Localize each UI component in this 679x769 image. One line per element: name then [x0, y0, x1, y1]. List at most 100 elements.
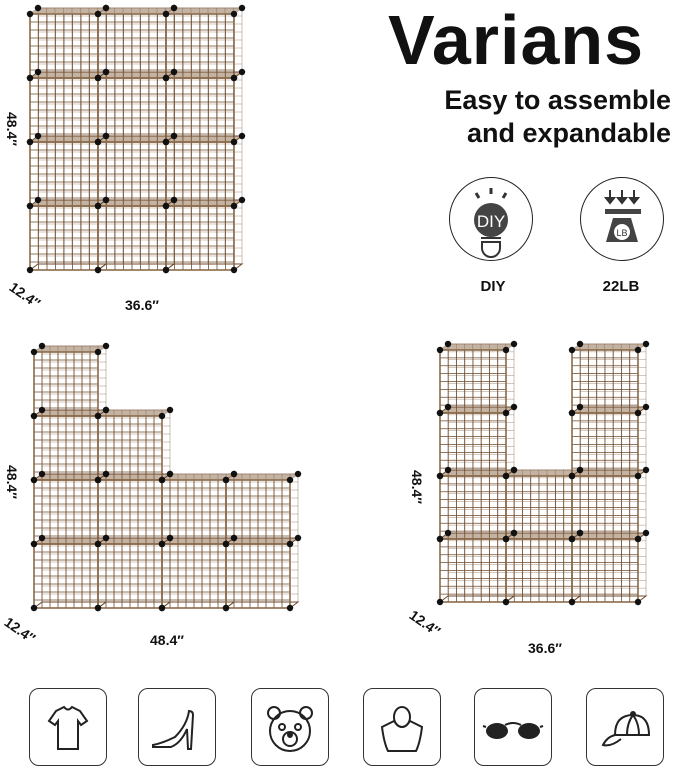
- connector-knob: [576, 340, 584, 348]
- wire-cube: [568, 529, 650, 606]
- wire-cube: [222, 534, 302, 612]
- connector-knob: [568, 598, 576, 606]
- connector-knob: [26, 74, 34, 82]
- connector-knob: [294, 470, 302, 478]
- connector-knob: [94, 476, 102, 484]
- connector-knob: [166, 534, 174, 542]
- connector-knob: [510, 466, 518, 474]
- connector-knob: [102, 342, 110, 350]
- connector-knob: [26, 10, 34, 18]
- connector-knob: [510, 403, 518, 411]
- connector-knob: [102, 470, 110, 478]
- shelf-u-shape: [436, 340, 650, 606]
- connector-knob: [102, 132, 110, 140]
- connector-knob: [286, 604, 294, 612]
- connector-knob: [238, 68, 246, 76]
- connector-knob: [222, 604, 230, 612]
- connector-knob: [30, 476, 38, 484]
- connector-knob: [30, 540, 38, 548]
- shelf1-width: 36.6″: [125, 297, 159, 313]
- connector-knob: [102, 4, 110, 12]
- t-shirt-icon: [29, 688, 107, 766]
- handbag-icon: [363, 688, 441, 766]
- connector-knob: [642, 403, 650, 411]
- connector-knob: [230, 138, 238, 146]
- connector-knob: [642, 340, 650, 348]
- connector-knob: [170, 68, 178, 76]
- connector-knob: [238, 4, 246, 12]
- connector-knob: [502, 346, 510, 354]
- connector-knob: [102, 68, 110, 76]
- connector-knob: [444, 403, 452, 411]
- cap-icon: [586, 688, 664, 766]
- connector-knob: [238, 132, 246, 140]
- connector-knob: [230, 534, 238, 542]
- scale-weight-icon: LB: [580, 177, 664, 261]
- diy-badge-text: DIY: [477, 212, 505, 231]
- connector-knob: [94, 10, 102, 18]
- connector-knob: [94, 604, 102, 612]
- connector-knob: [502, 409, 510, 417]
- shelf-staircase: [30, 342, 302, 612]
- connector-knob: [436, 535, 444, 543]
- connector-knob: [576, 466, 584, 474]
- connector-knob: [568, 409, 576, 417]
- connector-knob: [502, 472, 510, 480]
- connector-knob: [222, 476, 230, 484]
- shelf3-width: 36.6″: [528, 640, 562, 656]
- shelf3-height: 48.4″: [409, 470, 425, 504]
- connector-knob: [568, 346, 576, 354]
- connector-knob: [444, 529, 452, 537]
- connector-knob: [170, 132, 178, 140]
- connector-knob: [166, 406, 174, 414]
- connector-knob: [230, 202, 238, 210]
- wire-cube: [568, 403, 650, 480]
- connector-knob: [26, 202, 34, 210]
- wire-cube: [30, 342, 110, 420]
- connector-knob: [38, 406, 46, 414]
- connector-knob: [510, 340, 518, 348]
- connector-knob: [34, 132, 42, 140]
- connector-knob: [162, 266, 170, 274]
- connector-knob: [286, 540, 294, 548]
- connector-knob: [230, 10, 238, 18]
- connector-knob: [38, 470, 46, 478]
- connector-knob: [576, 403, 584, 411]
- connector-knob: [158, 604, 166, 612]
- connector-knob: [102, 534, 110, 542]
- connector-knob: [166, 470, 174, 478]
- connector-knob: [634, 472, 642, 480]
- wire-cube: [94, 406, 174, 484]
- connector-knob: [286, 476, 294, 484]
- wire-cube: [162, 196, 246, 274]
- brand-title: Varians: [388, 1, 645, 79]
- connector-knob: [94, 348, 102, 356]
- wire-cube: [502, 529, 584, 606]
- shelf2-width: 48.4″: [150, 632, 184, 648]
- subtitle-line-2: and expandable: [466, 118, 671, 148]
- connector-knob: [94, 266, 102, 274]
- connector-knob: [30, 348, 38, 356]
- shelf-illustrations: [26, 4, 650, 612]
- connector-knob: [436, 346, 444, 354]
- teddy-bear-icon: [251, 688, 329, 766]
- connector-knob: [158, 476, 166, 484]
- connector-knob: [436, 409, 444, 417]
- connector-knob: [162, 138, 170, 146]
- shelf-3x4: [26, 4, 246, 274]
- connector-knob: [94, 138, 102, 146]
- connector-knob: [26, 266, 34, 274]
- connector-knob: [634, 346, 642, 354]
- connector-knob: [510, 529, 518, 537]
- connector-knob: [94, 202, 102, 210]
- diy-label: DIY: [480, 278, 506, 295]
- wire-cube: [30, 534, 110, 612]
- connector-knob: [102, 196, 110, 204]
- connector-knob: [170, 4, 178, 12]
- connector-knob: [294, 534, 302, 542]
- connector-knob: [230, 470, 238, 478]
- connector-knob: [38, 534, 46, 542]
- connector-knob: [30, 604, 38, 612]
- connector-knob: [162, 202, 170, 210]
- connector-knob: [94, 540, 102, 548]
